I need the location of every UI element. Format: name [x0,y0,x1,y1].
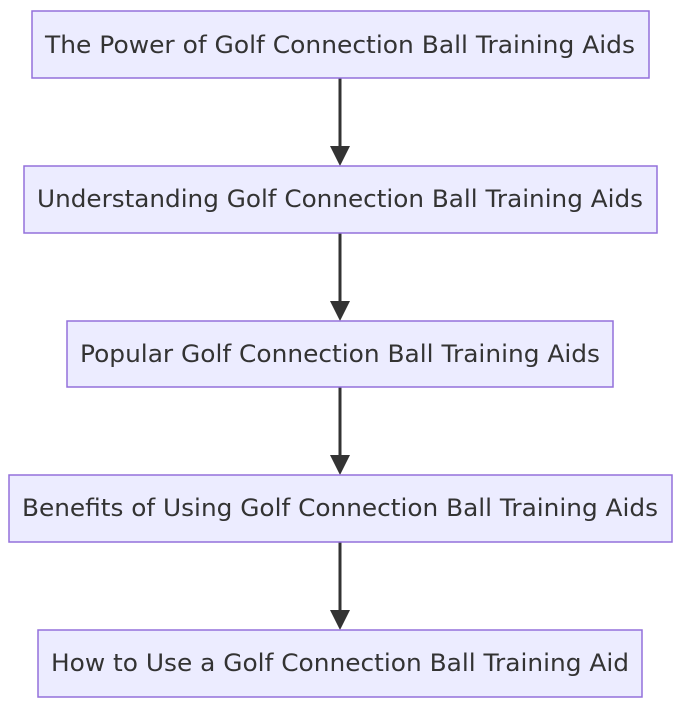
edge-n4-n5 [330,542,350,630]
node-label: The Power of Golf Connection Ball Traini… [44,31,635,59]
edge-n2-n3 [330,233,350,321]
node-understanding-training-aids: Understanding Golf Connection Ball Train… [23,165,658,234]
node-label: Benefits of Using Golf Connection Ball T… [22,494,658,522]
node-how-to-use-training-aid: How to Use a Golf Connection Ball Traini… [37,629,643,698]
node-benefits-of-training-aids: Benefits of Using Golf Connection Ball T… [8,474,673,543]
node-label: Understanding Golf Connection Ball Train… [37,185,643,213]
node-label: How to Use a Golf Connection Ball Traini… [51,649,629,677]
edge-n3-n4 [330,387,350,475]
node-power-of-training-aids: The Power of Golf Connection Ball Traini… [31,10,650,79]
node-label: Popular Golf Connection Ball Training Ai… [80,340,600,368]
node-popular-training-aids: Popular Golf Connection Ball Training Ai… [66,320,614,388]
edge-n1-n2 [330,78,350,166]
